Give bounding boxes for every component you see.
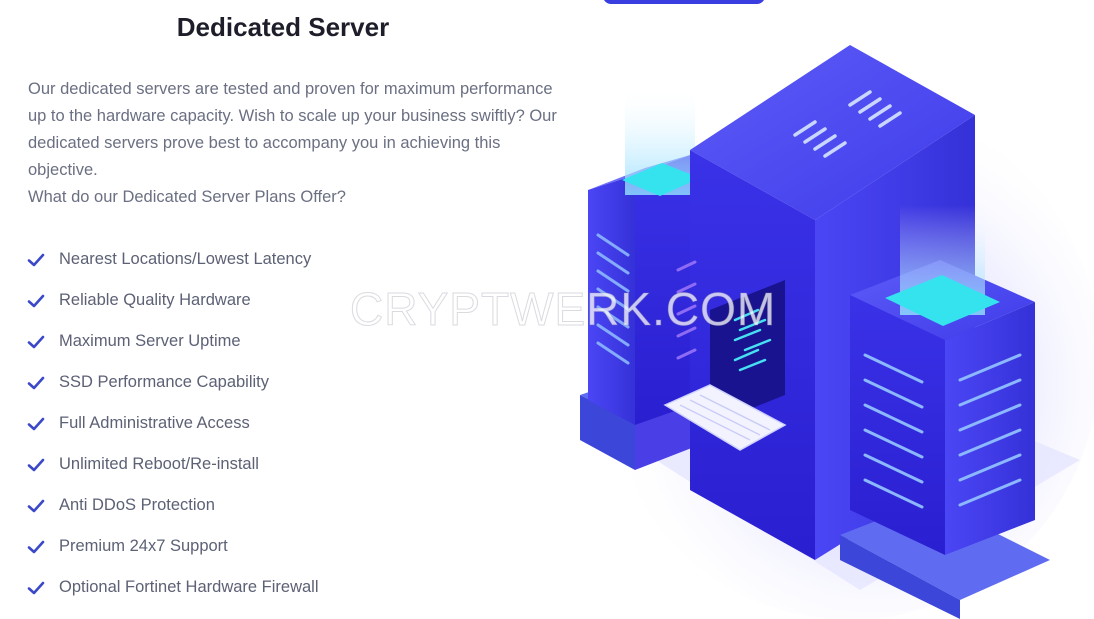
check-icon: [26, 578, 46, 598]
feature-label: Reliable Quality Hardware: [59, 291, 251, 309]
feature-label: Anti DDoS Protection: [59, 496, 215, 514]
check-icon: [26, 291, 46, 311]
check-icon: [26, 373, 46, 393]
check-icon: [26, 250, 46, 270]
feature-item: Premium 24x7 Support: [26, 526, 319, 567]
feature-list: Nearest Locations/Lowest Latency Reliabl…: [26, 239, 319, 608]
check-icon: [26, 332, 46, 352]
feature-label: Nearest Locations/Lowest Latency: [59, 250, 312, 268]
check-icon: [26, 537, 46, 557]
feature-item: Reliable Quality Hardware: [26, 280, 319, 321]
feature-item: Maximum Server Uptime: [26, 321, 319, 362]
feature-label: Unlimited Reboot/Re-install: [59, 455, 259, 473]
feature-item: Nearest Locations/Lowest Latency: [26, 239, 319, 280]
check-icon: [26, 414, 46, 434]
intro-question: What do our Dedicated Server Plans Offer…: [28, 188, 346, 206]
check-icon: [26, 496, 46, 516]
feature-item: Full Administrative Access: [26, 403, 319, 444]
feature-item: Optional Fortinet Hardware Firewall: [26, 567, 319, 608]
top-button-edge[interactable]: [603, 0, 765, 4]
feature-label: Premium 24x7 Support: [59, 537, 228, 555]
intro-paragraph: Our dedicated servers are tested and pro…: [28, 80, 557, 179]
feature-item: Unlimited Reboot/Re-install: [26, 444, 319, 485]
page-title: Dedicated Server: [176, 12, 390, 42]
server-illustration: [580, 45, 1094, 619]
check-icon: [26, 455, 46, 475]
feature-label: Maximum Server Uptime: [59, 332, 241, 350]
feature-label: SSD Performance Capability: [59, 373, 270, 391]
feature-label: Full Administrative Access: [59, 414, 250, 432]
feature-item: SSD Performance Capability: [26, 362, 319, 403]
feature-item: Anti DDoS Protection: [26, 485, 319, 526]
feature-label: Optional Fortinet Hardware Firewall: [59, 578, 319, 596]
intro-text: Our dedicated servers are tested and pro…: [28, 76, 558, 211]
